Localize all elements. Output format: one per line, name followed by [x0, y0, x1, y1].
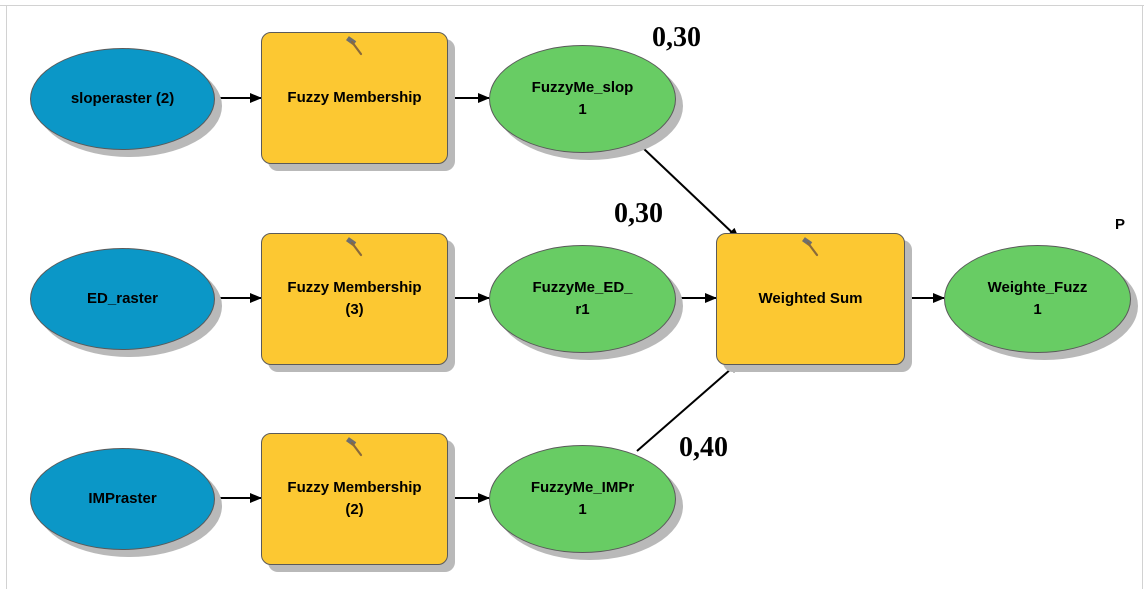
tool-fuzzy-membership-3[interactable]: Fuzzy Membership (3): [261, 233, 448, 365]
weight-label-imp: 0,40: [679, 432, 728, 463]
connector-out3-ws: [636, 361, 740, 452]
input-node-impraster[interactable]: IMPraster: [30, 448, 215, 550]
node-label: Fuzzy Membership: [287, 89, 422, 107]
node-label: Weighte_Fuzz 1: [987, 279, 1088, 318]
hammer-icon: [345, 36, 362, 56]
tool-weighted-sum[interactable]: Weighted Sum: [716, 233, 905, 365]
node-label: sloperaster (2): [70, 90, 175, 108]
top-frame: [0, 0, 1144, 6]
node-label: FuzzyMe_ED_ r1: [532, 279, 633, 318]
hammer-icon: [801, 237, 818, 257]
hammer-icon: [345, 437, 362, 457]
output-node-fuzzyme-ed-r1[interactable]: FuzzyMe_ED_ r1: [489, 245, 676, 353]
output-node-fuzzyme-slop1[interactable]: FuzzyMe_slop 1: [489, 45, 676, 153]
tool-fuzzy-membership[interactable]: Fuzzy Membership: [261, 32, 448, 164]
output-node-fuzzyme-impr1[interactable]: FuzzyMe_IMPr 1: [489, 445, 676, 553]
weight-label-ed: 0,30: [614, 198, 663, 229]
right-frame: [1142, 5, 1143, 589]
node-label: FuzzyMe_slop 1: [531, 79, 634, 118]
node-label: FuzzyMe_IMPr 1: [530, 479, 635, 518]
parameter-marker: P: [1115, 216, 1126, 233]
node-label: Fuzzy Membership (2): [287, 479, 422, 518]
weight-label-slope: 0,30: [652, 22, 701, 53]
hammer-icon: [345, 237, 362, 257]
node-label: Fuzzy Membership (3): [287, 279, 422, 318]
input-node-sloperaster[interactable]: sloperaster (2): [30, 48, 215, 150]
node-label: IMPraster: [88, 490, 157, 508]
input-node-ed-raster[interactable]: ED_raster: [30, 248, 215, 350]
connector-out1-ws: [642, 147, 740, 240]
output-node-weighte-fuzz1[interactable]: Weighte_Fuzz 1: [944, 245, 1131, 353]
node-label: Weighted Sum: [758, 290, 863, 308]
node-label: ED_raster: [87, 290, 158, 308]
tool-fuzzy-membership-2[interactable]: Fuzzy Membership (2): [261, 433, 448, 565]
left-frame: [6, 5, 7, 589]
